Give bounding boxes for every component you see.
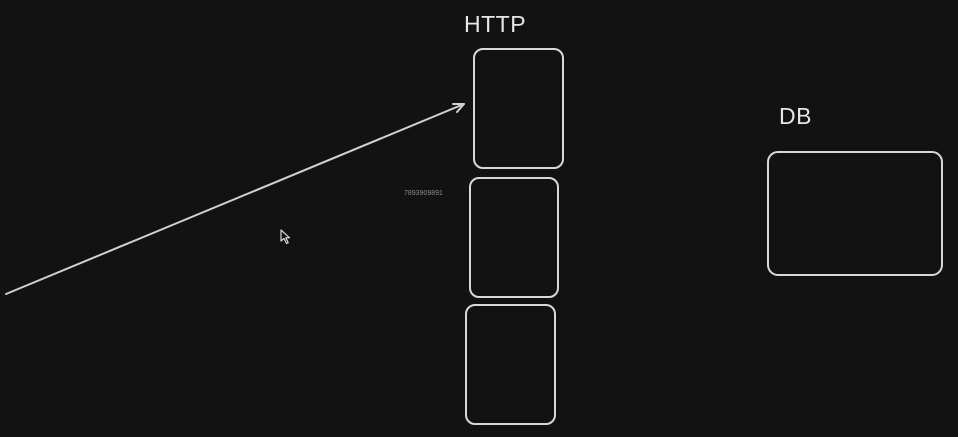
http-label[interactable]: HTTP (464, 11, 527, 37)
mouse-pointer-icon (280, 229, 291, 245)
arrow-icon (5, 103, 465, 295)
http-server-box-2[interactable] (469, 177, 559, 298)
http-server-box-1[interactable] (473, 48, 564, 169)
db-box[interactable] (767, 151, 943, 276)
http-server-box-3[interactable] (465, 304, 556, 425)
db-label[interactable]: DB (779, 103, 812, 129)
watermark-text: 7893909891 (404, 190, 443, 197)
